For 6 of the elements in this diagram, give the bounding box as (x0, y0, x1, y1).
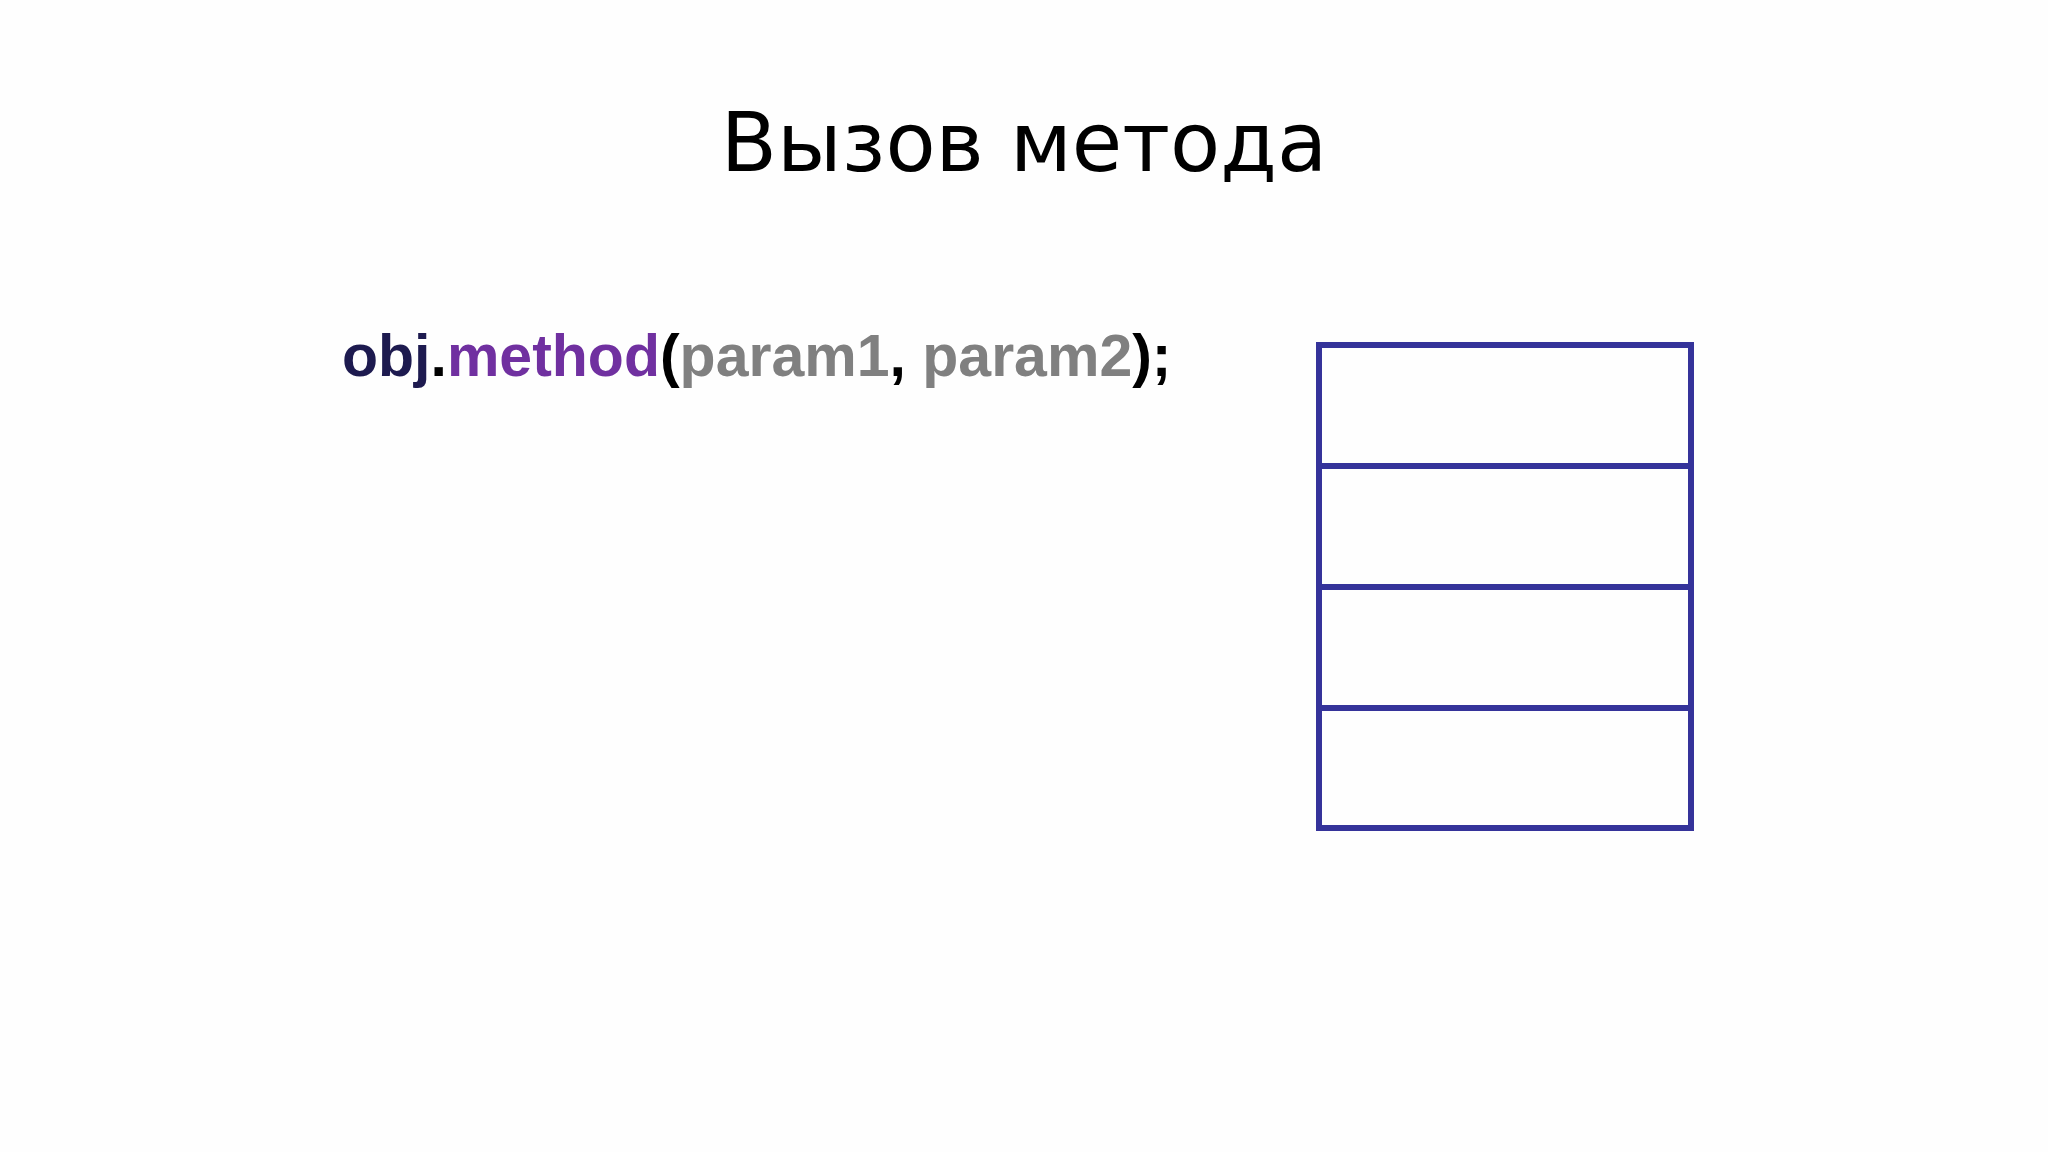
stack-frame (1316, 463, 1694, 584)
stack-frame (1316, 705, 1694, 831)
stack-frame (1316, 342, 1694, 463)
code-line: obj.method(param1, param2); (342, 324, 1172, 389)
stack-frame (1316, 584, 1694, 705)
slide-title: Вызов метода (720, 98, 1328, 189)
